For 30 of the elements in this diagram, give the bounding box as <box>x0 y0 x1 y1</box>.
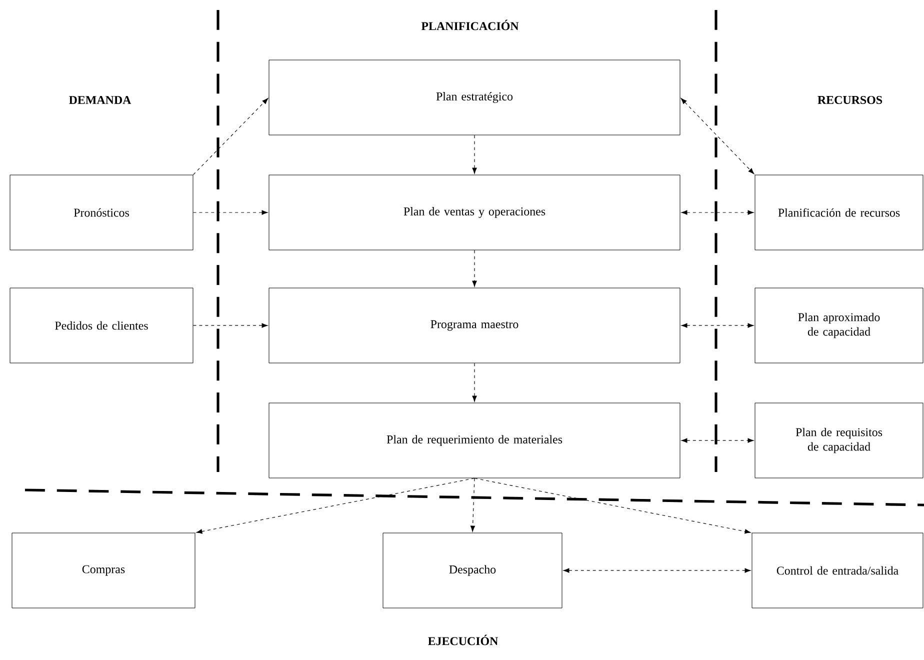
process-box: Plan de requisitos de capacidad <box>754 402 924 478</box>
process-box: Programa maestro <box>268 288 680 364</box>
arrow <box>196 478 475 534</box>
heading: RECURSOS <box>816 94 884 105</box>
arrow <box>681 438 754 443</box>
arrow <box>472 362 477 402</box>
arrow <box>563 568 751 573</box>
arrow <box>472 134 477 174</box>
process-box: Planificación de recursos <box>754 174 924 250</box>
process-box: Pedidos de clientes <box>10 288 194 364</box>
process-box: Plan estratégico <box>268 60 680 136</box>
arrow <box>472 250 477 287</box>
heading: DEMANDA <box>68 95 132 105</box>
arrow <box>192 323 268 328</box>
process-box: Compras <box>12 532 196 608</box>
arrow <box>680 98 754 174</box>
process-box: Plan aproximado de capacidad <box>754 288 924 364</box>
heading: EJECUCIÓN <box>426 634 500 646</box>
arrow <box>192 210 268 215</box>
arrow <box>474 478 751 534</box>
process-box: Despacho <box>382 532 562 608</box>
arrow <box>681 323 754 328</box>
arrow <box>470 478 476 532</box>
process-box: Pronósticos <box>10 174 194 250</box>
arrow <box>192 98 268 176</box>
heading: PLANIFICACIÓN <box>420 18 520 32</box>
process-box: Plan de ventas y operaciones <box>268 174 680 250</box>
arrow <box>681 210 754 215</box>
process-box: Plan de requerimiento de materiales <box>268 402 680 478</box>
process-box: Control de entrada/salida <box>752 532 924 608</box>
